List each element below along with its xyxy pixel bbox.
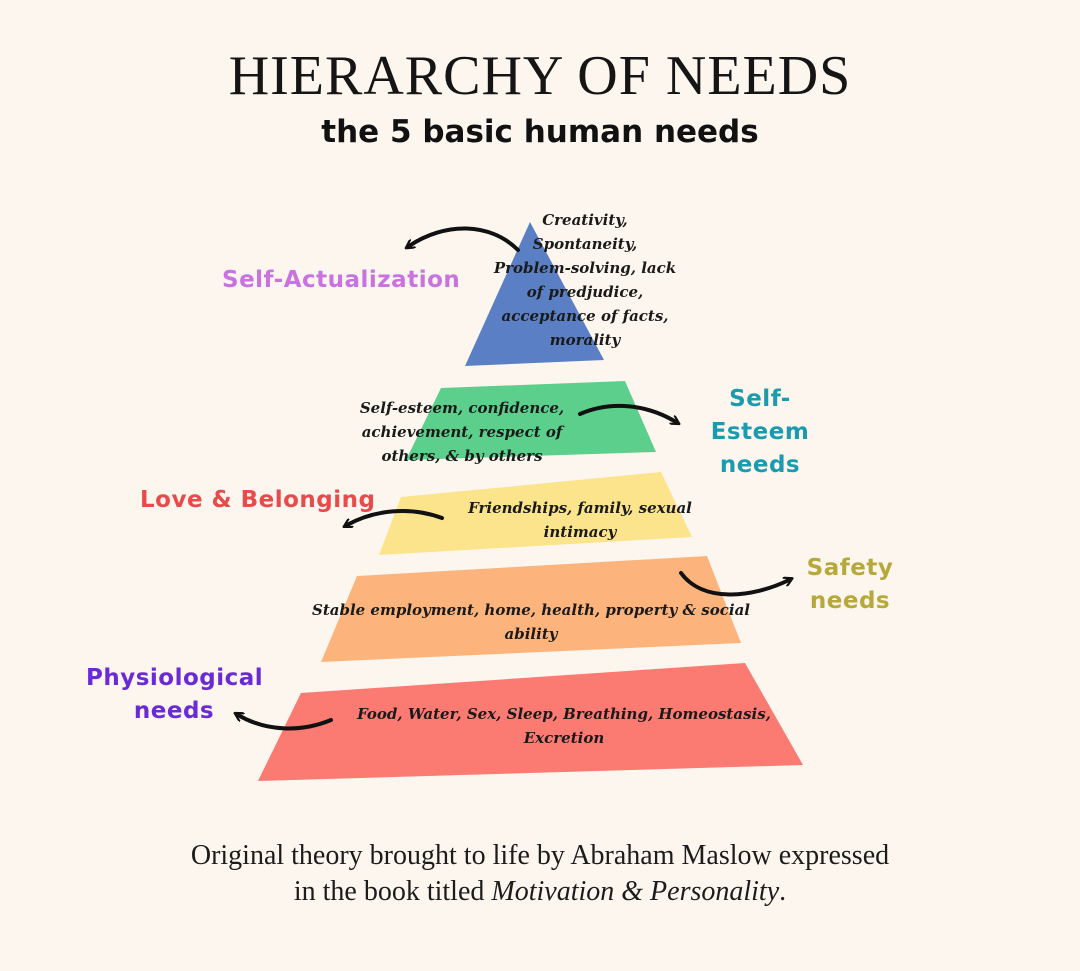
label-love-belonging: Love & Belonging (140, 487, 376, 513)
tier-safety-shape (321, 556, 741, 662)
label-line: Self-Esteem (710, 386, 810, 445)
tier-text-line: Food, Water, Sex, Sleep, Breathing, Home… (357, 705, 771, 723)
tier-text-line: Spontaneity, (532, 235, 638, 253)
tier-text-line: Friendships, family, sexual (468, 499, 692, 517)
footer-line-2-suffix: . (779, 876, 787, 907)
tier-self-esteem-text: Self-esteem, confidence, achievement, res… (352, 396, 572, 468)
label-line: needs (133, 698, 215, 724)
label-safety: Safety needs (790, 552, 910, 618)
tier-physiological-text: Food, Water, Sex, Sleep, Breathing, Home… (344, 702, 784, 750)
tier-text-line: Stable employment, home, health, propert… (311, 601, 751, 619)
tier-physiological-shape (258, 663, 803, 781)
tier-text-line: others, & by others (381, 447, 543, 465)
tier-text-line: Problem-solving, lack (493, 259, 677, 277)
book-title: Motivation & Personality (491, 876, 780, 907)
arrow-love-belonging (347, 509, 444, 525)
tier-text-line: intimacy (543, 523, 617, 541)
tier-text-line: Excretion (523, 729, 605, 747)
tier-text-line: Self-esteem, confidence, (359, 399, 565, 417)
tier-safety-text: Stable employment, home, health, propert… (306, 598, 756, 646)
tier-love-belonging-text: Friendships, family, sexual intimacy (455, 496, 705, 544)
label-line: Safety (806, 555, 894, 581)
label-self-esteem: Self-Esteem needs (680, 383, 840, 482)
arrow-safety (679, 571, 789, 597)
tier-text-line: achievement, respect of (361, 423, 563, 441)
tier-self-actualization-text: Creativity, Spontaneity, Problem-solving, … (470, 208, 700, 352)
tier-text-line: of predjudice, (526, 283, 644, 301)
tier-text-line: ability (504, 625, 558, 643)
footer-line-2: in the book titled Motivation & Personal… (0, 874, 1080, 910)
page-subtitle: the 5 basic human needs (321, 114, 759, 150)
arrow-self-actualization (409, 226, 520, 252)
label-line: Physiological (86, 665, 264, 691)
page-title: HIERARCHY OF NEEDS (228, 45, 852, 107)
label-line: needs (809, 588, 891, 614)
tier-love-belonging-shape (379, 472, 692, 555)
arrow-self-esteem (578, 403, 676, 422)
label-physiological: Physiological needs (86, 662, 264, 728)
tier-text-line: acceptance of facts, (501, 307, 669, 325)
tier-self-actualization-shape (465, 222, 604, 366)
tier-self-esteem-shape (406, 381, 656, 460)
footer-line-2-prefix: in the book titled (293, 876, 492, 907)
footer-caption: Original theory brought to life by Abrah… (0, 838, 1080, 910)
arrow-physiological (238, 715, 333, 731)
label-self-actualization: Self-Actualization (222, 267, 461, 293)
footer-line-1: Original theory brought to life by Abrah… (190, 840, 890, 871)
label-line: needs (719, 452, 801, 478)
tier-text-line: Creativity, (542, 211, 628, 229)
tier-text-line: morality (549, 331, 621, 349)
